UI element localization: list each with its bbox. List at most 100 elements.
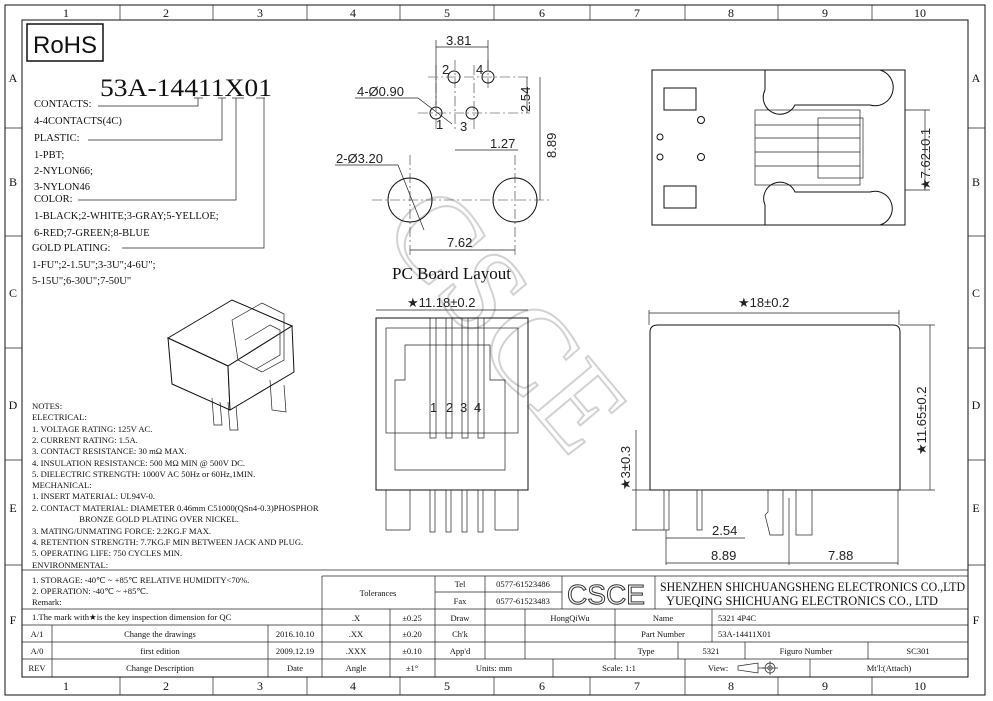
part-number-value: 53A-14411X01 <box>718 629 771 639</box>
row-label: F <box>10 613 17 627</box>
note-line: 2. OPERATION: -40℃ ~ +85℃. <box>32 586 148 596</box>
tol-value: ±0.25 <box>402 613 422 623</box>
company-logo: CSCE <box>567 579 645 610</box>
tol-key: .X <box>352 613 360 623</box>
pin-label: 4 <box>476 62 483 77</box>
front-view: ★11.18±0.2 1 2 3 4 <box>375 295 529 533</box>
note-line: MECHANICAL: <box>32 480 92 490</box>
draw-label: Draw <box>451 613 471 623</box>
dim-2-54: 2.54 <box>712 523 737 538</box>
title-block: Tolerances .X ±0.25 .XX ±0.20 .XXX ±0.10… <box>22 569 968 677</box>
pin-label: 3 <box>460 400 467 415</box>
tol-value: ±0.10 <box>402 646 422 656</box>
col-label: 9 <box>822 6 828 20</box>
rev-header-date: Date <box>287 663 303 673</box>
rev-header: REV <box>29 663 47 673</box>
legend-line: CONTACTS: <box>34 99 92 110</box>
view-label: View: <box>708 663 728 673</box>
row-label: B <box>9 175 17 189</box>
col-label: 6 <box>539 679 545 693</box>
dim-side-width: ★18±0.2 <box>738 295 789 310</box>
row-label: D <box>972 398 981 412</box>
rev-id: A/1 <box>31 629 44 639</box>
row-label: E <box>9 501 16 515</box>
legend-line: 1-PBT; <box>34 150 64 161</box>
company-name-2: YUEQING SHICHUANG ELECTRONICS CO., LTD <box>666 593 938 608</box>
tel-label: Tel <box>455 579 466 589</box>
fax-label: Fax <box>454 596 468 606</box>
note-line: 1. INSERT MATERIAL: UL94V-0. <box>32 491 155 501</box>
note-line: 3. CONTACT RESISTANCE: 30 mΩ MAX. <box>32 446 187 456</box>
type-value: 5321 <box>703 646 720 656</box>
row-label: A <box>9 71 18 85</box>
dim-7-62: 7.62 <box>447 235 472 250</box>
rohs-badge <box>26 23 104 62</box>
pin-label: 1 <box>430 400 437 415</box>
col-label: 8 <box>728 679 734 693</box>
col-label: 10 <box>914 6 926 20</box>
legend-line: COLOR: <box>34 194 73 205</box>
units: Units: mm <box>476 663 513 673</box>
legend-line: GOLD PLATING: <box>32 243 111 254</box>
pcb-title: PC Board Layout <box>392 264 511 283</box>
name-label: Name <box>653 613 674 623</box>
note-line: 4. RETENTION STRENGTH: 7.7KG.F MIN BETWE… <box>32 537 303 547</box>
frame: 1 2 3 4 5 6 7 8 9 10 1 2 3 4 5 6 7 8 9 1… <box>4 4 986 696</box>
col-label: 5 <box>444 6 450 20</box>
col-label: 7 <box>634 679 640 693</box>
note-line: 4. INSULATION RESISTANCE: 500 MΩ MIN @ 5… <box>32 458 245 468</box>
scale: Scale: 1:1 <box>602 663 636 673</box>
dim-peg-dia: 2-Ø3.20 <box>336 151 383 166</box>
tol-key: Angle <box>346 663 367 673</box>
row-label: F <box>973 613 980 627</box>
legend-line: 1-FU";2-1.5U";3-3U";4-6U"; <box>32 260 156 271</box>
dim-pin-length: ★3±0.3 <box>618 446 633 490</box>
top-view: ★7.62±0.1 <box>651 69 933 226</box>
company-name-1: SHENZHEN SHICHUANGSHENG ELECTRONICS CO.,… <box>660 579 965 594</box>
col-label: 5 <box>444 679 450 693</box>
dim-7-62-tol: ★7.62±0.1 <box>918 128 933 190</box>
col-label: 6 <box>539 6 545 20</box>
col-label: 2 <box>163 6 169 20</box>
pin-label: 2 <box>446 400 453 415</box>
dim-7-88: 7.88 <box>828 548 853 563</box>
note-line: Remark: <box>32 597 62 607</box>
note-line: 5. OPERATING LIFE: 750 CYCLES MIN. <box>32 548 182 558</box>
note-line: 1. VOLTAGE RATING: 125V AC. <box>32 424 152 434</box>
pin-label: 2 <box>442 62 449 77</box>
legend-line: 4-4CONTACTS(4C) <box>34 116 122 127</box>
col-label: 1 <box>63 679 69 693</box>
note-line: 5. DIELECTRIC STRENGTH: 1000V AC 50Hz or… <box>32 469 255 479</box>
note-line: BRONZE GOLD PLATING OVER NICKEL. <box>32 514 239 524</box>
rev-id: A/0 <box>31 646 44 656</box>
legend-line: 5-15U";6-30U";7-50U" <box>32 276 131 287</box>
row-label: E <box>972 501 979 515</box>
col-label: 4 <box>350 6 356 20</box>
row-label: A <box>972 71 981 85</box>
watermark: CSCE <box>360 161 655 476</box>
row-label: D <box>9 398 18 412</box>
isometric-view <box>166 299 295 431</box>
rev-description: first edition <box>140 646 180 656</box>
dim-hole-dia: 4-Ø0.90 <box>357 84 404 99</box>
draw-value: HongQiWu <box>550 613 590 623</box>
col-label: 10 <box>914 679 926 693</box>
type-label: Type <box>638 646 655 656</box>
tel-number: 0577-61523486 <box>496 579 550 589</box>
part-number-label: Part Number <box>641 629 685 639</box>
part-code-legend: RoHS 53A-14411X01 CONTACTS: 4-4CONTACTS(… <box>26 23 272 287</box>
note-line: 2. CURRENT RATING: 1.5A. <box>32 435 138 445</box>
projection-symbol-icon <box>737 661 778 675</box>
rev-date: 2016.10.10 <box>276 629 314 639</box>
dim-3-81: 3.81 <box>446 33 471 48</box>
rev-date: 2009.12.19 <box>276 646 314 656</box>
col-label: 7 <box>634 6 640 20</box>
pin-label: 1 <box>436 117 443 132</box>
note-line: 1.The mark with★is the key inspection di… <box>32 612 232 622</box>
dim-8-89: 8.89 <box>544 133 559 158</box>
legend-line: PLASTIC: <box>34 133 80 144</box>
rohs-label: RoHS <box>33 32 97 59</box>
pin-label: 4 <box>474 400 481 415</box>
dim-1-27: 1.27 <box>490 136 515 151</box>
